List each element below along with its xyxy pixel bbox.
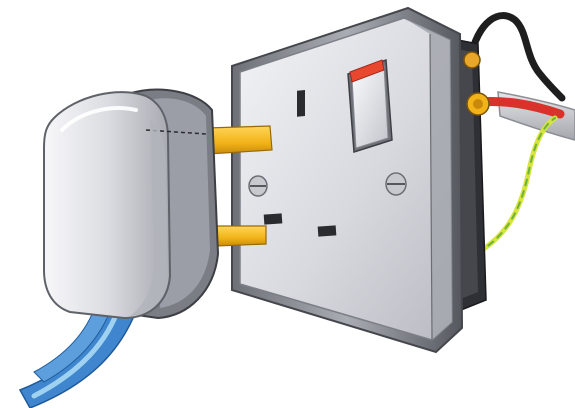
plug-icon xyxy=(43,88,220,320)
terminal-screw-icon xyxy=(463,51,481,69)
face-screw-icon xyxy=(248,175,268,197)
live-pin xyxy=(213,225,267,247)
rocker-switch-icon xyxy=(347,58,393,153)
earth-slot xyxy=(297,89,305,117)
plug-pins xyxy=(205,125,273,247)
wall-socket-icon xyxy=(231,6,464,354)
live-slot xyxy=(263,213,283,225)
black-wire xyxy=(466,12,566,102)
earth-pin xyxy=(205,125,273,155)
face-screw-icon xyxy=(385,172,407,196)
switch-red-indicator xyxy=(349,59,385,83)
earth-wire-stripe xyxy=(467,117,556,259)
wiring xyxy=(465,12,575,261)
neutral-slot xyxy=(317,225,337,237)
